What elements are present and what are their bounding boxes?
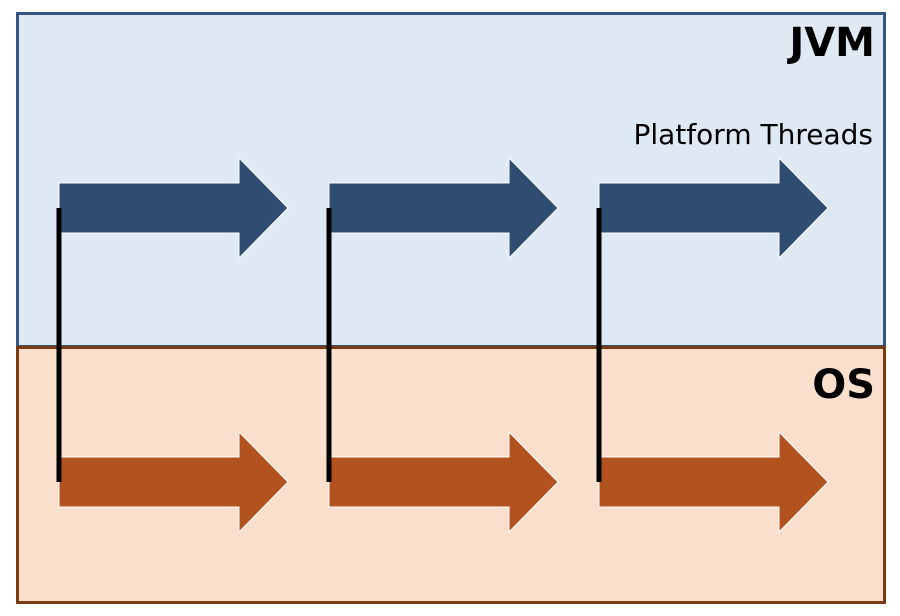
os-layer-title: OS xyxy=(812,362,875,408)
jvm-layer-title: JVM xyxy=(789,20,875,66)
os-thread-arrow-3 xyxy=(598,430,829,534)
os-thread-arrow-2 xyxy=(328,430,559,534)
platform-threads-label: Platform Threads xyxy=(633,118,873,151)
platform-thread-arrow-3 xyxy=(598,156,829,260)
platform-thread-arrow-2 xyxy=(328,156,559,260)
os-thread-arrow-1 xyxy=(58,430,289,534)
platform-thread-arrow-1 xyxy=(58,156,289,260)
jvm-layer: JVM Platform Threads xyxy=(16,12,886,348)
